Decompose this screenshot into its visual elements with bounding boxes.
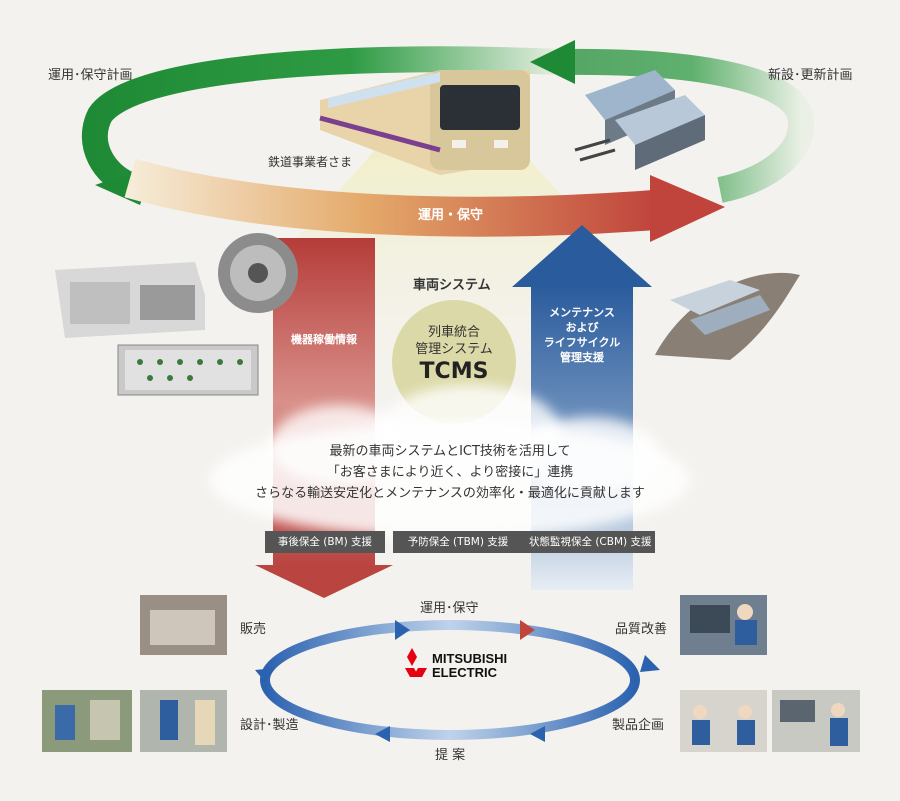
logo-line-2: ELECTRIC [432,665,497,680]
label-ring-proposal: 提 案 [435,748,466,763]
train-image [319,70,530,175]
ring-arrowhead-left [255,668,275,682]
label-ring-operation: 運用･保守 [420,601,479,616]
label-new-renewal-plan: 新設･更新計画 [768,68,853,83]
label-ring-design: 設計･製造 [240,718,299,733]
roof-equipment-image [655,272,800,360]
rack-equipment-image [117,344,259,396]
maintenance-line-4: 管理支援 [560,351,604,364]
photo-quality-improvement [680,595,767,655]
tcms-name: TCMS [419,359,489,384]
maintenance-line-2: および [565,321,599,334]
ring-arrowhead-bottom-left [375,726,390,742]
cloud-line-2: 「お客さまにより近く、より密接に」連携 [326,465,574,480]
cloud-line-1: 最新の車両システムとICT技術を活用して [329,444,571,459]
cloud-text: 最新の車両システムとICT技術を活用して 「お客さまにより近く、より密接に」連携… [230,441,670,504]
photo-product-planning-2 [772,690,860,752]
label-maintenance-lifecycle: メンテナンス および ライフサイクル 管理支援 [535,305,629,365]
inverter-equipment-image [574,70,705,170]
photo-sales [140,595,227,655]
motor-image [218,233,298,313]
photo-product-planning-1 [680,690,767,752]
maintenance-line-3: ライフサイクル [543,336,621,349]
control-unit-image [55,262,205,338]
label-vehicle-system: 車両システム [413,278,491,293]
badge-bm-support: 事後保全 (BM) 支援 [265,531,385,553]
green-cycle-arrow-right [559,48,815,203]
tcms-line-1: 列車統合 [427,325,480,340]
label-operation-maintenance: 運用・保守 [418,208,484,223]
maintenance-arrowhead [512,225,652,287]
badge-tbm-support: 予防保全 (TBM) 支援 [393,531,523,553]
logo-line-1: MITSUBISHI [432,651,508,666]
cloud [210,385,690,538]
bottom-cycle-ring [260,620,640,740]
equipment-info-arrowhead [255,565,393,598]
ring-arrowhead-right [640,655,660,672]
tcms-block: 列車統合 管理システム TCMS [394,324,514,386]
photo-design-manufacturing-1 [42,690,132,752]
ring-arrowhead-top-left [395,620,410,640]
mitsubishi-logo-text: MITSUBISHI ELECTRIC [432,652,507,680]
operations-arrow [124,158,657,237]
label-railway-operator: 鉄道事業者さま [268,155,353,169]
operations-arrowhead [650,175,725,242]
label-ring-quality: 品質改善 [615,622,668,637]
green-cycle-arrow-left [81,46,561,198]
cloud-line-3: さらなる輸送安定化とメンテナンスの効率化・最適化に貢献します [255,486,645,501]
badge-cbm-support: 状態監視保全 (CBM) 支援 [523,531,655,553]
ring-arrowhead-bottom-right [530,726,545,742]
tcms-line-2: 管理システム [415,342,493,357]
label-ring-sales: 販売 [240,622,267,637]
maintenance-line-1: メンテナンス [549,306,615,319]
label-operation-maintenance-plan: 運用･保守計画 [48,68,133,83]
label-equipment-operation-info: 機器稼働情報 [291,333,357,346]
green-arrowhead-top [530,40,575,84]
photo-design-manufacturing-2 [140,690,227,752]
label-ring-planning: 製品企画 [612,718,665,733]
mitsubishi-logo-mark [405,648,427,677]
ring-arrowhead-top-right [520,620,535,640]
